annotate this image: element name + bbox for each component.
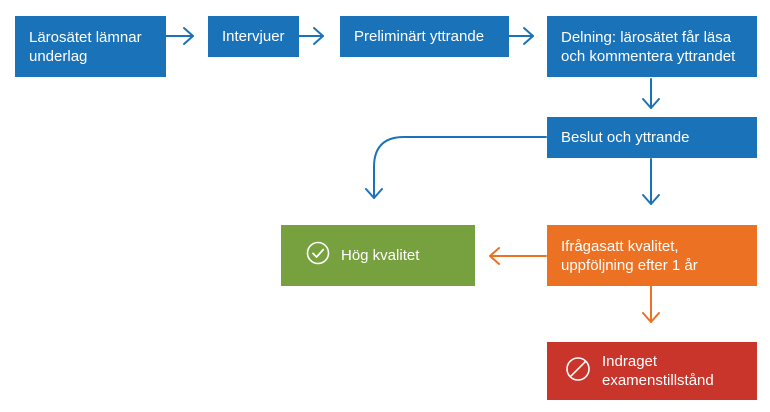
outcome-high-quality-label: Hög kvalitet: [341, 247, 420, 264]
arrow-questioned-to-revoked: [642, 285, 660, 323]
step-preliminary-label: Preliminärt yttrande: [354, 28, 485, 45]
step-submit-label: Lärosätet lämnar underlag: [29, 28, 142, 65]
arrow-interviews-to-preliminary: [298, 27, 324, 45]
prohibited-icon: [565, 356, 591, 387]
step-submit-box: Lärosätet lämnar underlag: [15, 16, 166, 77]
outcome-questioned-box: Ifrågasatt kvalitet, uppföljning efter 1…: [547, 225, 757, 286]
outcome-revoked-label: Indraget examenstillstånd: [602, 353, 714, 389]
step-decision-box: Beslut och yttrande: [547, 117, 757, 158]
outcome-high-quality-box: Hög kvalitet: [281, 225, 475, 286]
outcome-revoked-box: Indraget examenstillstånd: [547, 342, 757, 400]
arrow-sharing-to-decision: [642, 78, 660, 109]
step-sharing-label: Delning: lärosätet får läsa och kommente…: [561, 28, 736, 65]
arrow-preliminary-to-sharing: [508, 27, 534, 45]
check-circle-icon: [306, 241, 330, 270]
arrow-decision-to-questioned: [642, 158, 660, 205]
arrow-submit-to-interviews: [165, 27, 194, 45]
step-interviews-box: Intervjuer: [208, 16, 299, 57]
step-interviews-label: Intervjuer: [222, 28, 285, 45]
step-sharing-box: Delning: lärosätet får läsa och kommente…: [547, 16, 757, 77]
arrow-decision-to-high-quality: [365, 136, 547, 199]
step-decision-label: Beslut och yttrande: [561, 129, 690, 146]
outcome-questioned-label: Ifrågasatt kvalitet, uppföljning efter 1…: [561, 237, 698, 274]
arrow-questioned-to-high-quality: [489, 247, 547, 265]
step-preliminary-box: Preliminärt yttrande: [340, 16, 509, 57]
